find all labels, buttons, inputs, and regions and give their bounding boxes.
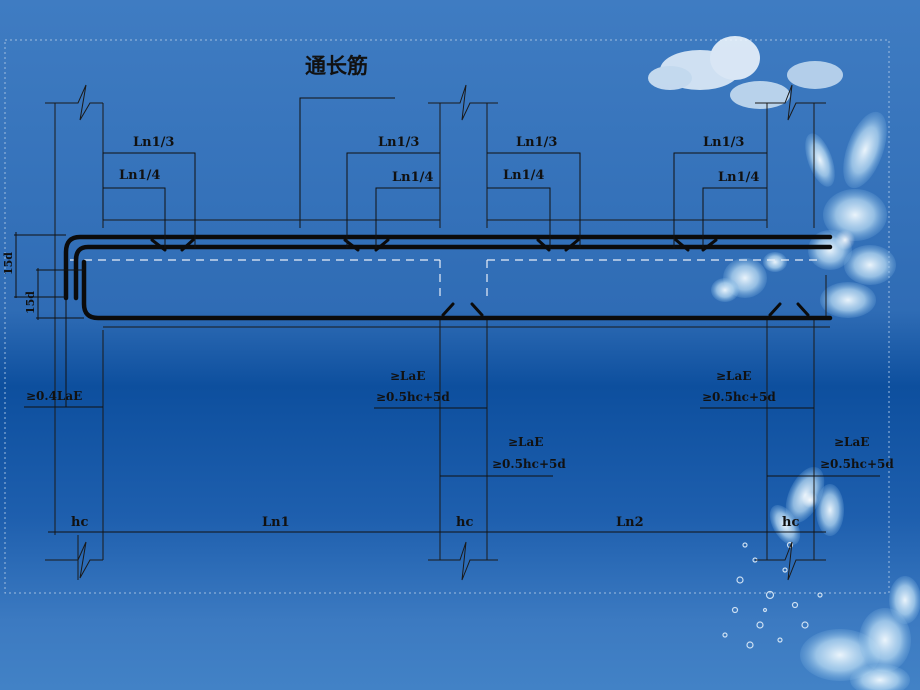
dim-ln13-b: Ln1/3 <box>346 135 440 248</box>
dim-lae-middle-right: ≥LaE ≥0.5hc+5d <box>440 435 566 477</box>
dim-ln14-c: Ln1/4 <box>487 168 551 248</box>
dim-span-row: hc Ln1 hc Ln2 hc <box>48 515 826 533</box>
flower-decoration <box>711 111 920 690</box>
column-right <box>755 84 826 581</box>
svg-text:Ln2: Ln2 <box>616 515 644 530</box>
dim-lae-middle-left: ≥LaE ≥0.5hc+5d <box>374 369 487 409</box>
svg-text:Ln1/3: Ln1/3 <box>516 135 557 150</box>
svg-text:Ln1/3: Ln1/3 <box>133 135 174 150</box>
bottom-rebar <box>81 259 833 321</box>
diagram-title: 通长筋 <box>305 54 368 78</box>
svg-text:Ln1/4: Ln1/4 <box>503 168 544 183</box>
svg-text:≥LaE: ≥LaE <box>716 369 751 383</box>
svg-text:≥LaE: ≥LaE <box>390 369 425 383</box>
slide-frame <box>4 39 890 594</box>
cloud-decoration <box>648 36 843 109</box>
dim-ln14-b: Ln1/4 <box>375 170 440 248</box>
svg-text:Ln1/4: Ln1/4 <box>392 170 433 185</box>
dim-lae-right: ≥LaE ≥0.5hc+5d <box>767 435 894 477</box>
svg-text:15d: 15d <box>2 252 15 275</box>
dim-ln13-d: Ln1/3 <box>673 135 767 248</box>
column-left <box>45 84 104 580</box>
svg-text:≥LaE: ≥LaE <box>508 435 543 449</box>
svg-text:Ln1/3: Ln1/3 <box>703 135 744 150</box>
dim-lae-right-left: ≥LaE ≥0.5hc+5d <box>700 369 814 409</box>
svg-text:Ln1/4: Ln1/4 <box>119 168 160 183</box>
top-continuous-rebar <box>63 234 833 301</box>
svg-text:≥0.5hc+5d: ≥0.5hc+5d <box>702 390 776 404</box>
dim-ln14-d: Ln1/4 <box>702 170 767 248</box>
svg-text:≥LaE: ≥LaE <box>834 435 869 449</box>
svg-text:≥0.5hc+5d: ≥0.5hc+5d <box>376 390 450 404</box>
dim-anchor-left: ≥0.4LaE <box>24 300 103 408</box>
column-middle <box>428 84 498 581</box>
dim-15d-bottom: 15d <box>24 268 84 320</box>
svg-text:hc: hc <box>456 515 473 530</box>
dim-ln13-c: Ln1/3 <box>487 135 581 248</box>
svg-text:hc: hc <box>782 515 799 530</box>
svg-text:Ln1: Ln1 <box>262 515 290 530</box>
svg-text:≥0.4LaE: ≥0.4LaE <box>26 389 82 403</box>
svg-text:hc: hc <box>71 515 88 530</box>
dim-ln14-a: Ln1/4 <box>103 168 166 248</box>
svg-text:≥0.5hc+5d: ≥0.5hc+5d <box>492 457 566 471</box>
beam-outline <box>70 219 830 328</box>
svg-text:Ln1/4: Ln1/4 <box>718 170 759 185</box>
dim-15d-top: 15d <box>2 232 66 298</box>
rebar-splice-ticks <box>150 238 810 317</box>
dim-ln13-a: Ln1/3 <box>102 135 196 248</box>
svg-text:Ln1/3: Ln1/3 <box>378 135 419 150</box>
title-leader-line <box>299 97 395 228</box>
svg-text:15d: 15d <box>24 291 37 314</box>
svg-text:≥0.5hc+5d: ≥0.5hc+5d <box>820 457 894 471</box>
